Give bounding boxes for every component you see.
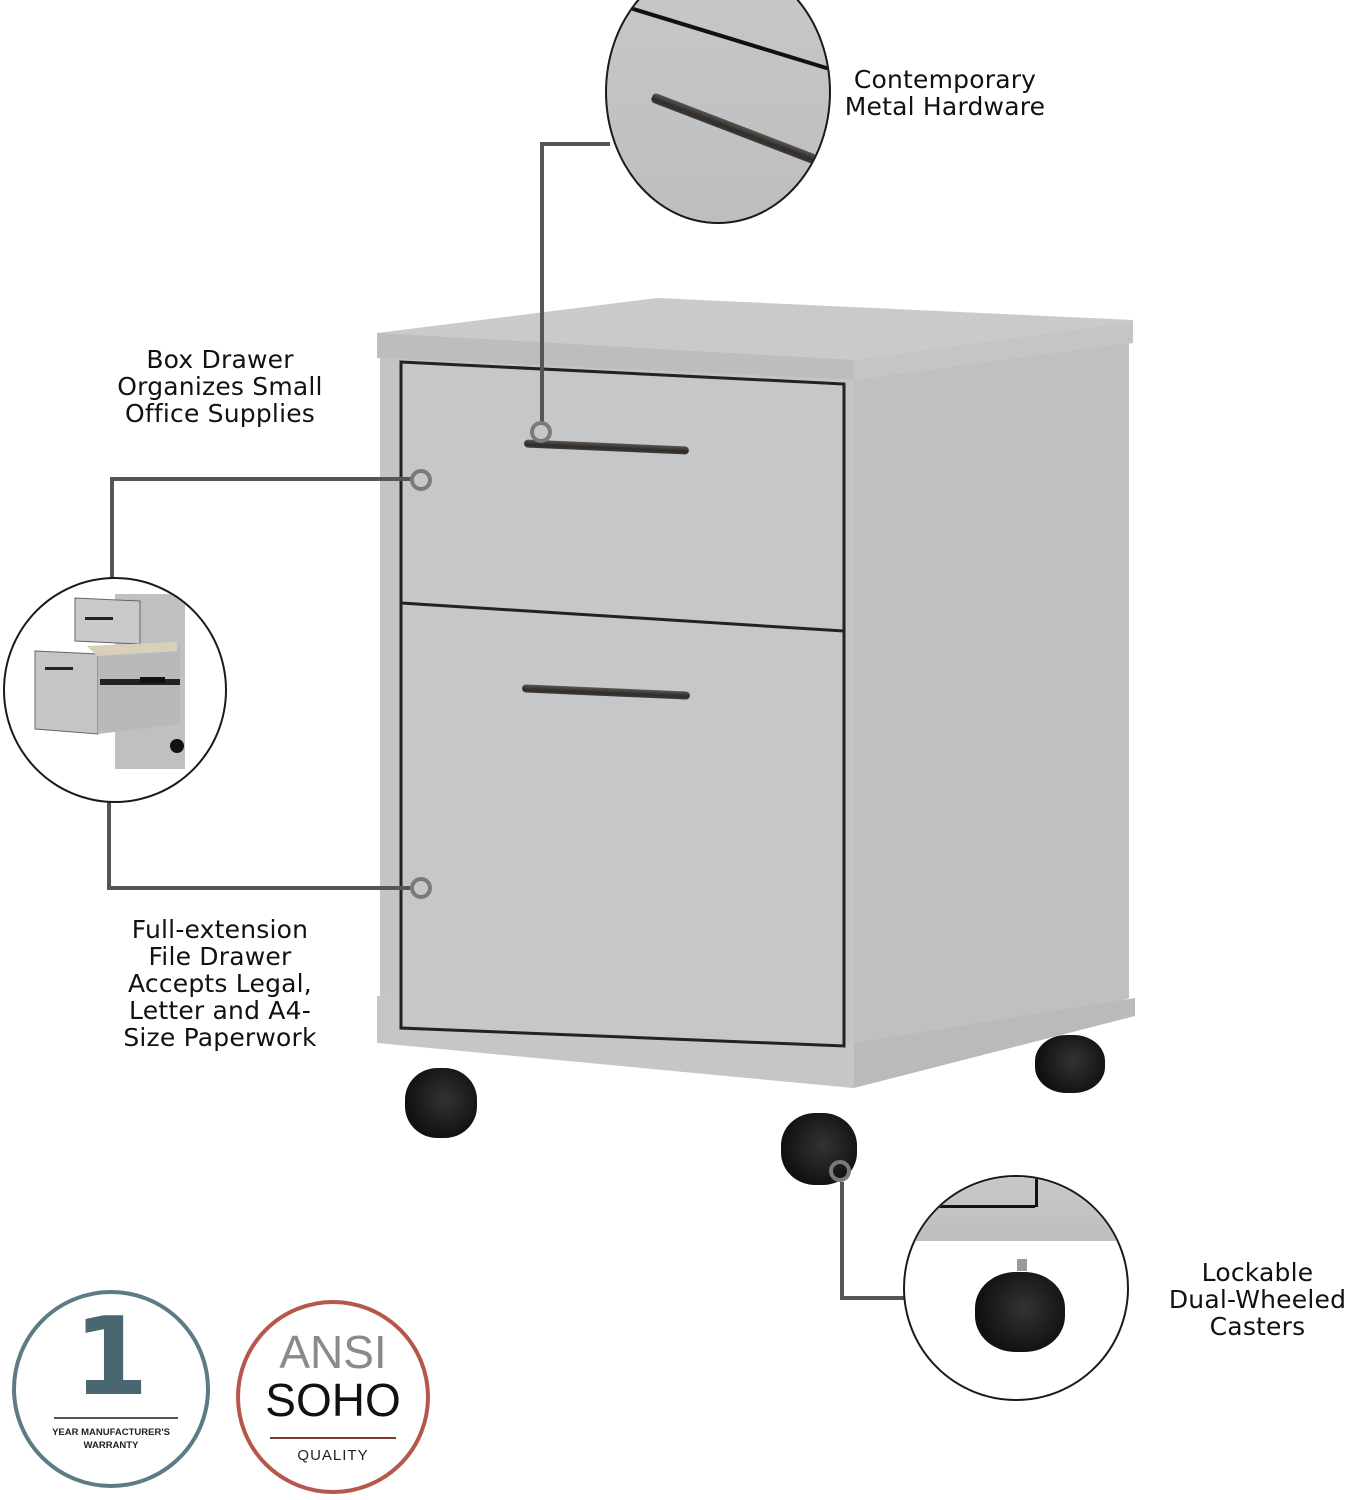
- caster-detail-image: [903, 1175, 1129, 1401]
- ansi-text: ANSI: [279, 1326, 387, 1378]
- hardware-marker-icon: [530, 421, 552, 443]
- hardware-detail-handle: [650, 92, 818, 165]
- bracket-leader-line-top-v: [110, 477, 114, 582]
- quality-text: QUALITY: [297, 1447, 369, 1464]
- caster-leader-line-h: [840, 1296, 906, 1300]
- file-drawer-marker-icon: [410, 877, 432, 899]
- cabinet-body-shape: [377, 298, 1135, 1088]
- file-drawer-callout-label: Full-extension File Drawer Accepts Legal…: [123, 915, 317, 1052]
- warranty-text-line1: YEAR MANUFACTURER'S: [52, 1427, 170, 1438]
- hardware-leader-line-h: [540, 142, 610, 146]
- filing-cabinet: [377, 298, 1137, 1185]
- open-drawers-illustration: [34, 594, 185, 769]
- ansi-divider: [270, 1437, 396, 1439]
- casters-callout-label: Lockable Dual-Wheeled Casters: [1168, 1258, 1347, 1341]
- hardware-detail-image: [605, 0, 831, 224]
- caster-front-left: [405, 1068, 477, 1138]
- warranty-text-line2: WARRANTY: [83, 1440, 139, 1451]
- box-drawer-leader-line-h: [110, 477, 413, 481]
- drawer-open-detail-image: [3, 577, 227, 803]
- hardware-leader-line-v: [540, 142, 544, 422]
- hardware-callout-label: Contemporary Metal Hardware: [844, 65, 1046, 121]
- caster-detail-wheel: [975, 1272, 1065, 1352]
- warranty-divider: [54, 1417, 178, 1419]
- caster-back-right: [1035, 1035, 1105, 1093]
- caster-leader-line-v: [840, 1182, 844, 1300]
- warranty-badge: 1 YEAR MANUFACTURER'S WARRANTY: [12, 1290, 210, 1488]
- bracket-leader-line-bottom-v: [107, 800, 111, 890]
- box-drawer-marker-icon: [410, 469, 432, 491]
- ansi-soho-badge: ANSI SOHO QUALITY: [236, 1300, 430, 1494]
- file-drawer-leader-line-h: [107, 886, 413, 890]
- soho-text: SOHO: [265, 1374, 401, 1426]
- box-drawer-callout-label: Box Drawer Organizes Small Office Suppli…: [117, 345, 323, 428]
- caster-marker-icon: [829, 1160, 851, 1182]
- warranty-number: 1: [73, 1295, 149, 1420]
